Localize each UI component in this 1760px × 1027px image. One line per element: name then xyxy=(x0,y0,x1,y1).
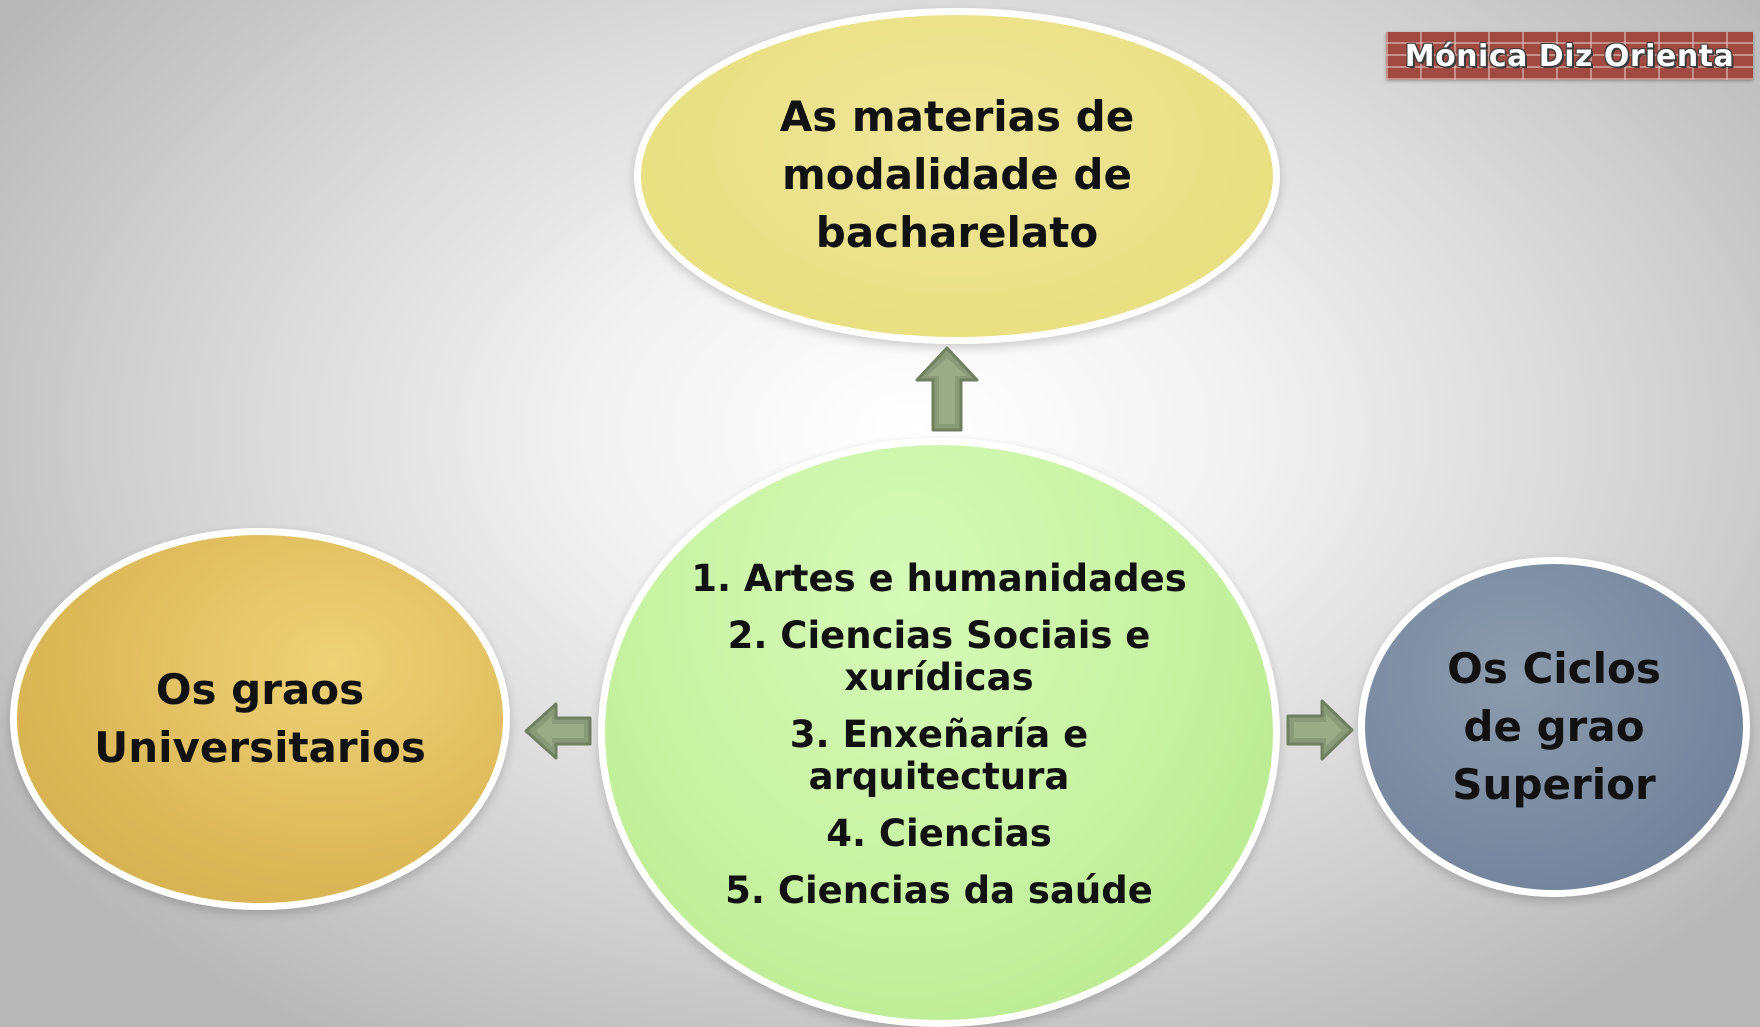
list-item: 3. Enxeñaría e arquitectura xyxy=(789,713,1089,798)
node-graos-universitarios: Os graos Universitarios xyxy=(10,528,510,910)
node-modalidade-bacharelato: As materias de modalidade de bacharelato xyxy=(634,8,1280,344)
branch-list: 1. Artes e humanidades 2. Ciencias Socia… xyxy=(605,558,1273,927)
arrow-up-icon xyxy=(915,346,979,432)
node-right-label: Os Ciclos de grao Superior xyxy=(1447,644,1661,809)
list-item: 1. Artes e humanidades xyxy=(691,557,1187,600)
node-top-label: As materias de modalidade de bacharelato xyxy=(779,92,1135,257)
node-left-label: Os graos Universitarios xyxy=(94,665,426,772)
brand-logo: Mónica Diz Orienta xyxy=(1386,32,1753,80)
arrow-right-icon xyxy=(1286,699,1354,761)
list-item: 4. Ciencias xyxy=(826,812,1052,855)
list-item: 2. Ciencias Sociais e xurídicas xyxy=(727,614,1151,699)
brand-logo-text: Mónica Diz Orienta xyxy=(1404,38,1735,74)
arrow-left-icon xyxy=(524,702,592,760)
list-item: 5. Ciencias da saúde xyxy=(725,869,1153,912)
node-ramas-conecemento: 1. Artes e humanidades 2. Ciencias Socia… xyxy=(598,438,1280,1027)
node-ciclos-grao-superior: Os Ciclos de grao Superior xyxy=(1358,557,1750,897)
